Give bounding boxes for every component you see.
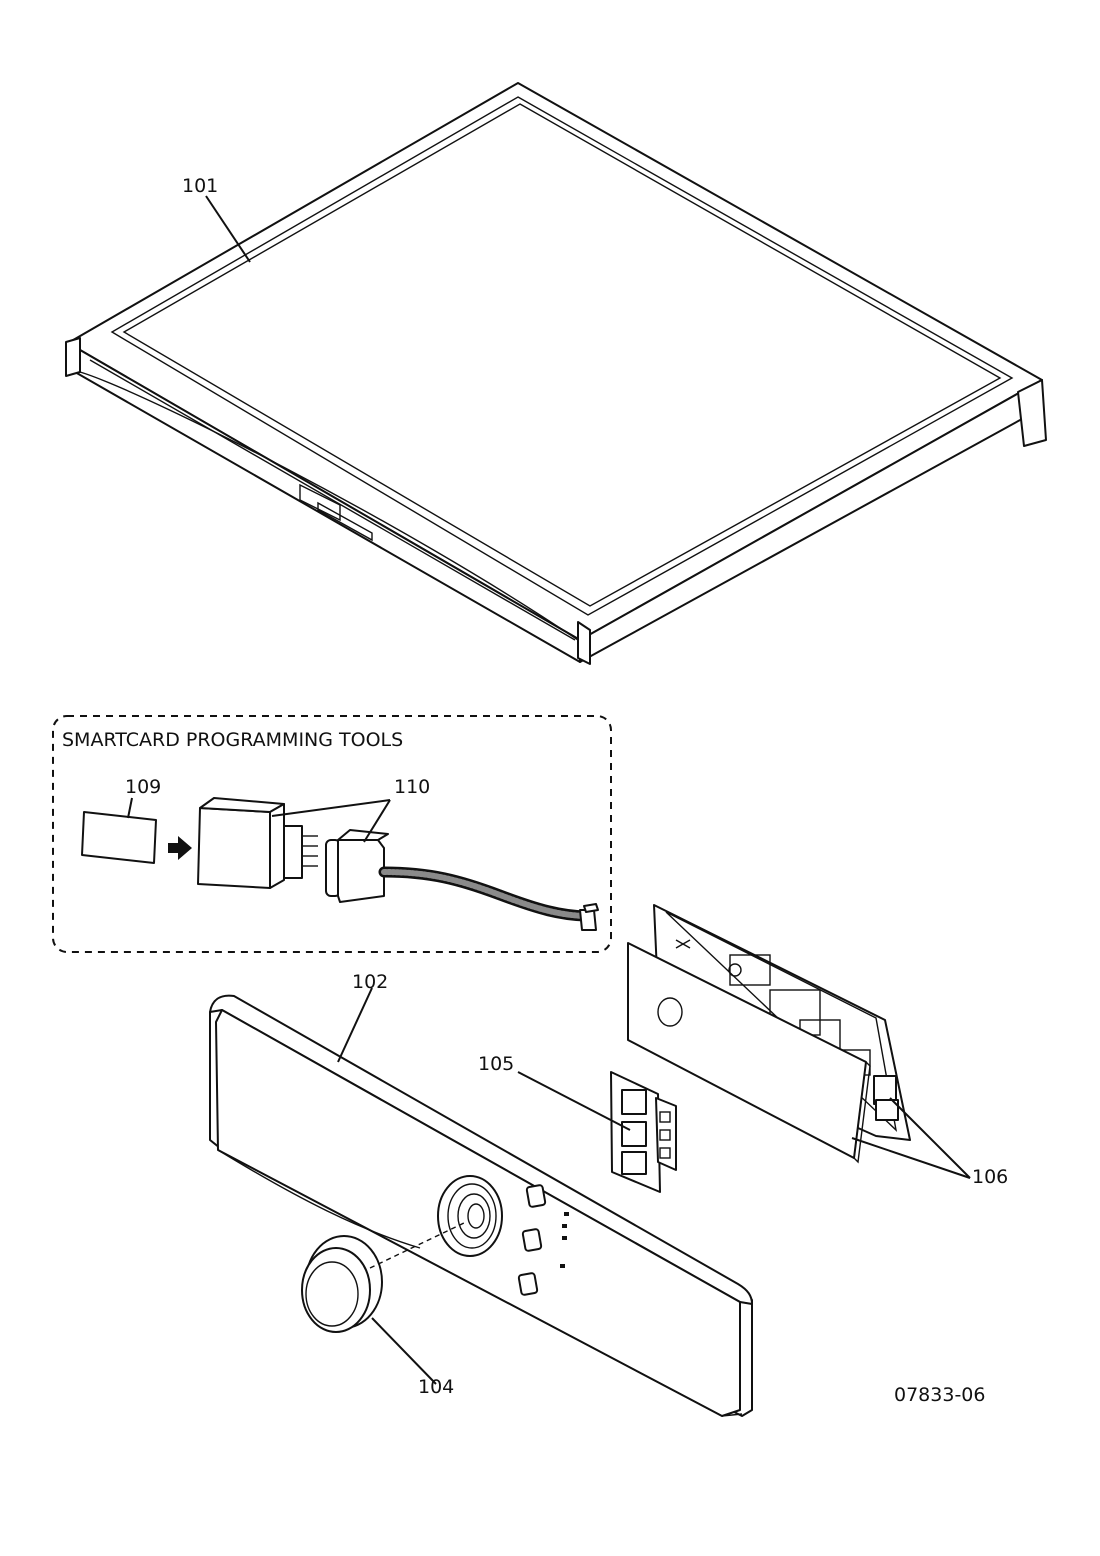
callout-104: 104 bbox=[418, 1376, 454, 1398]
callout-110: 110 bbox=[394, 776, 430, 798]
drawing-number: 07833-06 bbox=[894, 1384, 985, 1406]
part-102-control-console bbox=[209, 994, 753, 1417]
callout-105: 105 bbox=[478, 1053, 514, 1075]
callout-102: 102 bbox=[352, 971, 388, 993]
callout-106: 106 bbox=[972, 1166, 1008, 1188]
part-106-control-board bbox=[627, 904, 911, 1164]
smartcard-tools-box bbox=[52, 715, 612, 953]
leader-lines bbox=[127, 195, 971, 1385]
part-109-smartcard bbox=[81, 811, 157, 864]
smartcard-tools-title: SMARTCARD PROGRAMMING TOOLS bbox=[62, 729, 403, 751]
callout-109: 109 bbox=[125, 776, 161, 798]
part-101-top-panel bbox=[65, 82, 1047, 665]
part-104-knob bbox=[301, 1221, 467, 1333]
arrow-icon bbox=[168, 836, 192, 860]
part-105-switch-assembly bbox=[610, 1071, 677, 1193]
callout-101: 101 bbox=[182, 175, 218, 197]
part-110-programmer bbox=[197, 797, 599, 931]
